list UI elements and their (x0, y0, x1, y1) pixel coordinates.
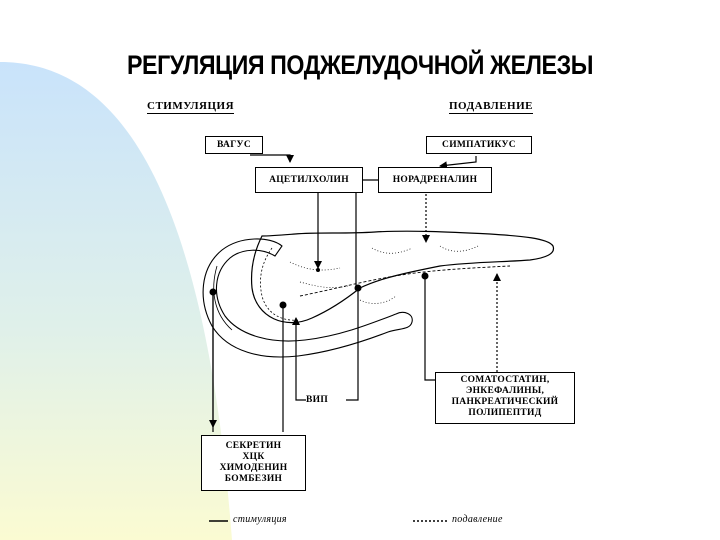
vagus-to-acetylcholine-arrow (250, 154, 294, 163)
receptor-dot (354, 284, 362, 292)
legend-stimulation: стимуляция (233, 514, 287, 525)
inhibitors-box: СОМАТОСТАТИН, ЭНКЕФАЛИНЫ, ПАНКРЕАТИЧЕСКИ… (435, 372, 575, 424)
receptor-dot (421, 272, 429, 280)
header-stimulation: СТИМУЛЯЦИЯ (147, 100, 235, 114)
receptor-dot (316, 268, 320, 272)
page-title: РЕГУЛЯЦИЯ ПОДЖЕЛУДОЧНОЙ ЖЕЛЕЗЫ (126, 50, 594, 80)
inhibitor-item: ПОЛИПЕПТИД (468, 408, 542, 418)
vip-label: ВИП (306, 395, 329, 405)
inhibitor-line-1 (424, 276, 435, 381)
stimulator-item: ХИМОДЕНИН (219, 463, 288, 473)
vagus-label: ВАГУС (217, 140, 251, 150)
sympathicus-label: СИМПАТИКУС (442, 140, 516, 150)
vip-box: ВИП (306, 392, 346, 410)
inhibitor-item: ПАНКРЕАТИЧЕСКИЙ (451, 397, 559, 407)
receptor-dot (279, 301, 287, 309)
legend-suppression: подавление (452, 514, 503, 525)
pancreas-outline (250, 230, 555, 324)
inhibitor-item: ЭНКЕФАЛИНЫ, (465, 386, 545, 396)
header-suppression: ПОДАВЛЕНИЕ (449, 100, 533, 114)
sympathicus-to-noradrenaline-arrow (439, 156, 477, 170)
acetylcholine-box: АЦЕТИЛХОЛИН (255, 167, 363, 193)
vip-line-2 (306, 288, 359, 401)
acetylcholine-label: АЦЕТИЛХОЛИН (269, 175, 349, 185)
stimulator-item: БОМБЕЗИН (224, 474, 283, 484)
inhibitor-item: СОМАТОСТАТИН, (460, 375, 550, 385)
stimulator-item: ХЦК (242, 452, 265, 462)
vagus-box: ВАГУС (205, 136, 263, 154)
stimulator-item: СЕКРЕТИН (225, 441, 282, 451)
vip-to-pancreas-arrow (292, 317, 306, 401)
noradrenaline-label: НОРАДРЕНАЛИН (392, 175, 478, 185)
gradient-shape (0, 62, 232, 540)
stimulators-box: СЕКРЕТИН ХЦК ХИМОДЕНИН БОМБЕЗИН (201, 435, 306, 491)
sympathicus-box: СИМПАТИКУС (426, 136, 532, 154)
noradrenaline-box: НОРАДРЕНАЛИН (378, 167, 492, 193)
duodenum-curve (202, 238, 413, 358)
receptor-dot (209, 288, 217, 296)
pancreatic-duct (299, 265, 511, 297)
